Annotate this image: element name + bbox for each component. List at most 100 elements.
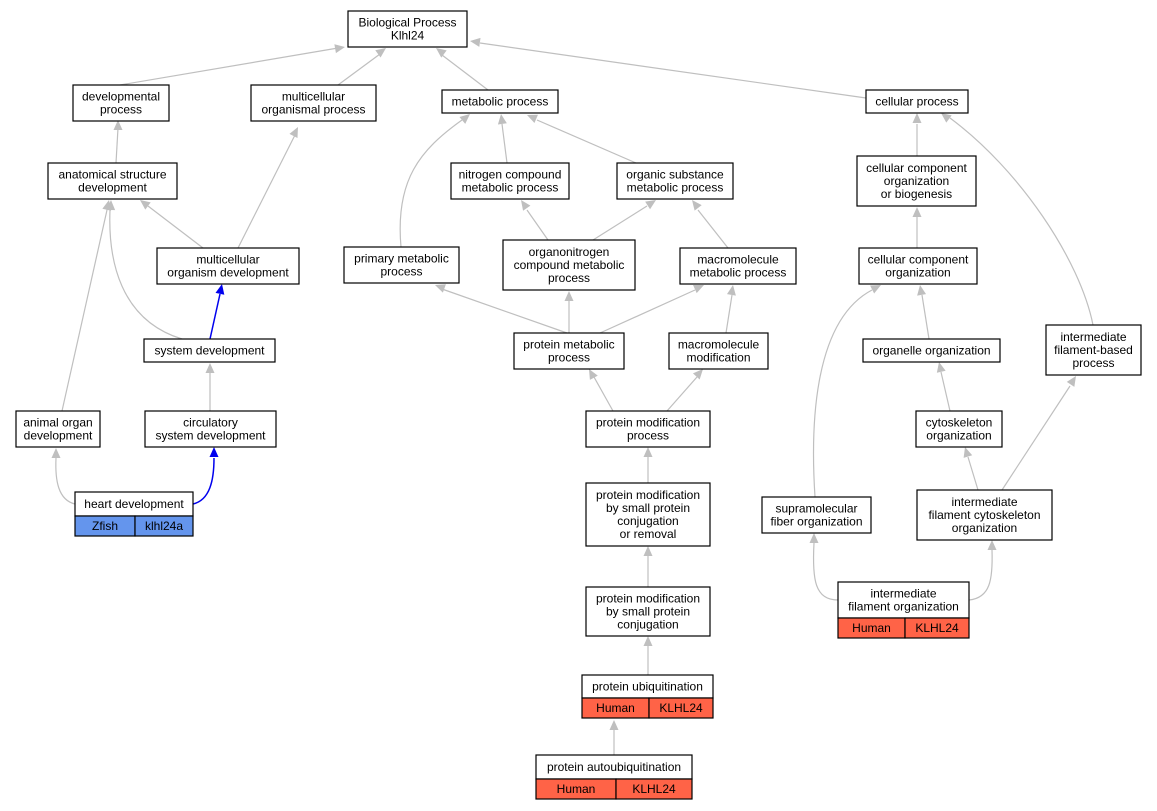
edge-smallprot-or-removal-to-protmod [643,447,653,483]
term-label-line: primary metabolic [354,252,449,266]
term-box [856,155,977,207]
go-term-cellular-process[interactable]: cellular process [865,89,969,114]
term-box [916,489,1053,541]
arrowhead [609,720,619,730]
term-label-line: heart development [84,497,184,511]
term-label-line: organic substance [626,168,724,182]
arrowhead [693,284,704,294]
term-label-line: intermediate [951,495,1017,509]
term-label-line: organismal process [261,103,365,117]
term-box [858,247,978,285]
term-box [156,247,300,285]
arrowhead [375,48,386,58]
go-term-system-development[interactable]: system development [143,338,276,363]
edge-line [109,209,183,340]
term-label-line: organization [926,429,991,443]
term-label-line: process [627,429,669,443]
term-label-line: modification [686,351,750,365]
term-label-line: compound metabolic [514,258,625,272]
term-box [441,89,559,114]
term-label-line: by small protein [606,605,690,619]
edge-anatomical-to-developmental [113,120,123,164]
edge-line [119,47,339,86]
arrowhead [140,200,151,210]
term-box [761,496,872,534]
edge-line [209,293,221,340]
term-label-line: process [548,271,590,285]
edge-line [399,119,463,248]
go-term-metabolic-process[interactable]: metabolic process [441,89,559,114]
edge-protein-met-to-organonitrogen [564,291,574,333]
arrowhead [870,285,881,294]
edge-if-org-to-supramolecular [809,533,839,601]
term-box [47,162,178,200]
gene-cell [648,697,714,719]
term-label-line: metabolic process [452,95,549,109]
term-box [585,586,711,637]
gene-label: KLHL24 [915,621,959,635]
term-label-line: metabolic process [690,266,787,280]
edge-line [61,209,108,412]
arrowhead [589,369,598,380]
term-label-line: filament organization [848,600,959,614]
gene-label: klhl24a [145,519,183,533]
edge-protmod-to-macromod [666,369,703,412]
gene-cell [134,515,194,537]
arrowhead [726,285,736,296]
go-term-organelle-organization[interactable]: organelle organization [862,338,1001,363]
edge-line [666,376,698,412]
edge-supramolecular-to-cc-org [812,285,881,498]
edge-system-to-mco-dev [209,284,225,340]
edge-line [599,289,696,334]
edge-autoubiq-to-ubiq [609,720,619,755]
arrowhead [987,540,997,550]
term-label-line: system development [155,429,266,443]
edge-metabolic-to-root [436,48,489,91]
edge-line [441,54,489,91]
species-label: Zfish [92,519,118,533]
term-box [144,410,277,448]
term-label-line: organelle organization [872,344,990,358]
arrowhead [912,207,922,217]
arrowhead [470,37,481,47]
edge-smallprot-to-smallprot-or-removal [643,546,653,587]
term-label-line: anatomical structure [58,168,166,182]
edge-line [921,294,930,340]
edge-macromolecule-met-to-organic [692,200,729,249]
edge-line [968,549,993,601]
edge-organic-to-metabolic [527,114,637,164]
term-box [535,754,693,780]
term-box [502,239,636,291]
term-label-line: development [78,181,147,195]
edge-line [967,456,979,491]
term-label-line: protein autoubiquitination [547,760,681,774]
